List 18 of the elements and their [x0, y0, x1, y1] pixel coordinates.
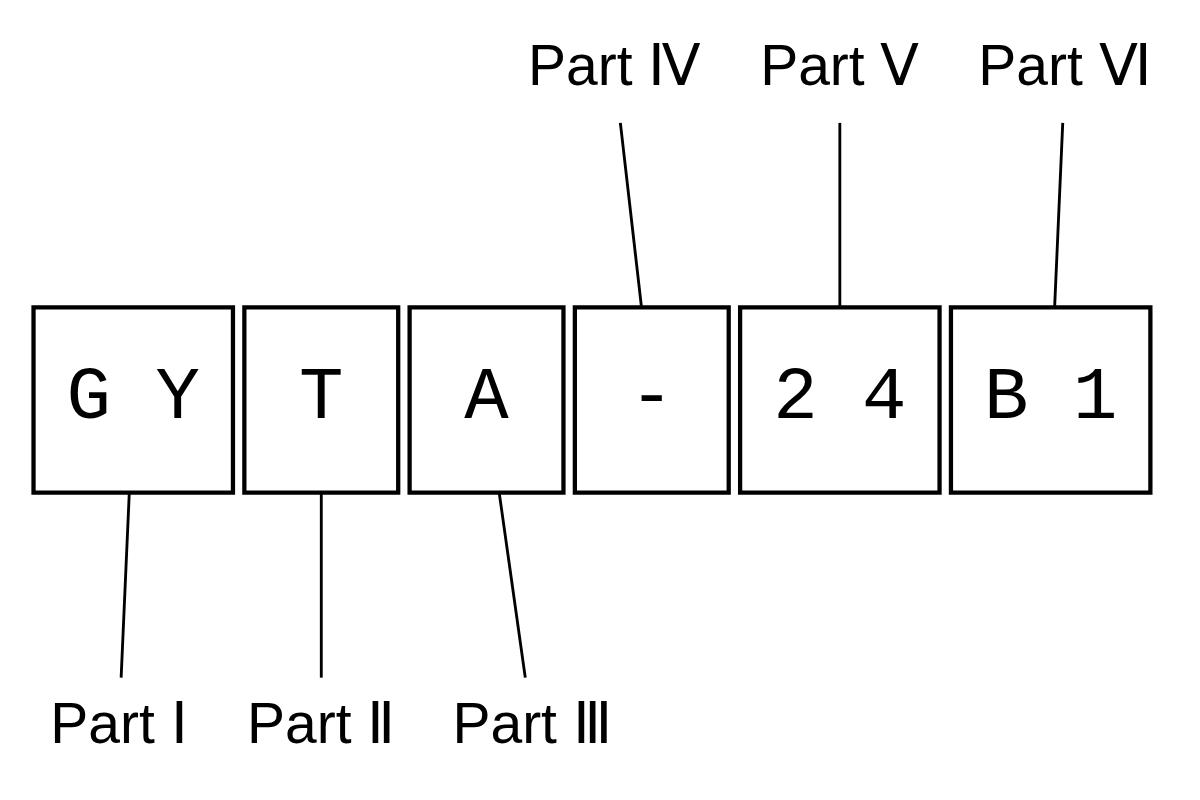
node-box: T [241, 305, 400, 495]
connector [618, 122, 643, 308]
node-text: Part Ⅴ [759, 33, 919, 98]
node-text: Part Ⅲ [451, 691, 612, 756]
node-text: Part Ⅳ [527, 33, 701, 98]
node-box: G Y [30, 305, 235, 495]
node-text: Part Ⅵ [977, 33, 1152, 98]
node-text: Part Ⅱ [246, 691, 395, 756]
connector [319, 492, 323, 678]
connector [119, 492, 131, 678]
connector [1052, 122, 1064, 308]
connector [837, 122, 841, 308]
node-text: Part Ⅰ [49, 691, 188, 756]
node-box: 2 4 [737, 305, 942, 495]
node-box: - [572, 305, 731, 495]
connector [497, 492, 527, 678]
node-box: A [406, 305, 566, 495]
node-box: B 1 [948, 305, 1153, 495]
